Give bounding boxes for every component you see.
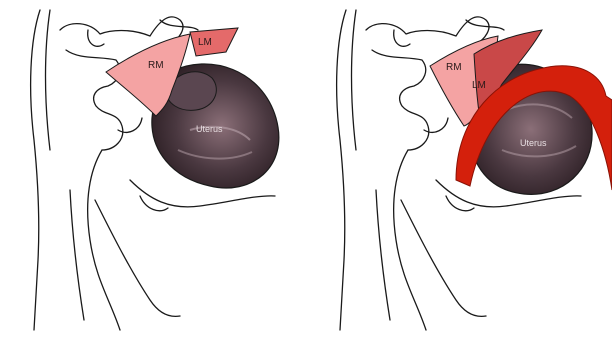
diagram-panel-after: RM LM Uterus bbox=[306, 0, 612, 338]
lm-label: LM bbox=[472, 80, 486, 91]
rm-label: RM bbox=[148, 60, 164, 71]
lm-label: LM bbox=[198, 37, 212, 48]
uterus-label: Uterus bbox=[520, 138, 547, 148]
diagram-panel-before: RM LM Uterus bbox=[0, 0, 306, 338]
cow-pelvis-drawing: RM LM Uterus bbox=[306, 0, 612, 338]
uterus-label: Uterus bbox=[196, 124, 223, 134]
cow-pelvis-drawing: RM LM Uterus bbox=[0, 0, 306, 338]
rm-label: RM bbox=[446, 62, 462, 73]
